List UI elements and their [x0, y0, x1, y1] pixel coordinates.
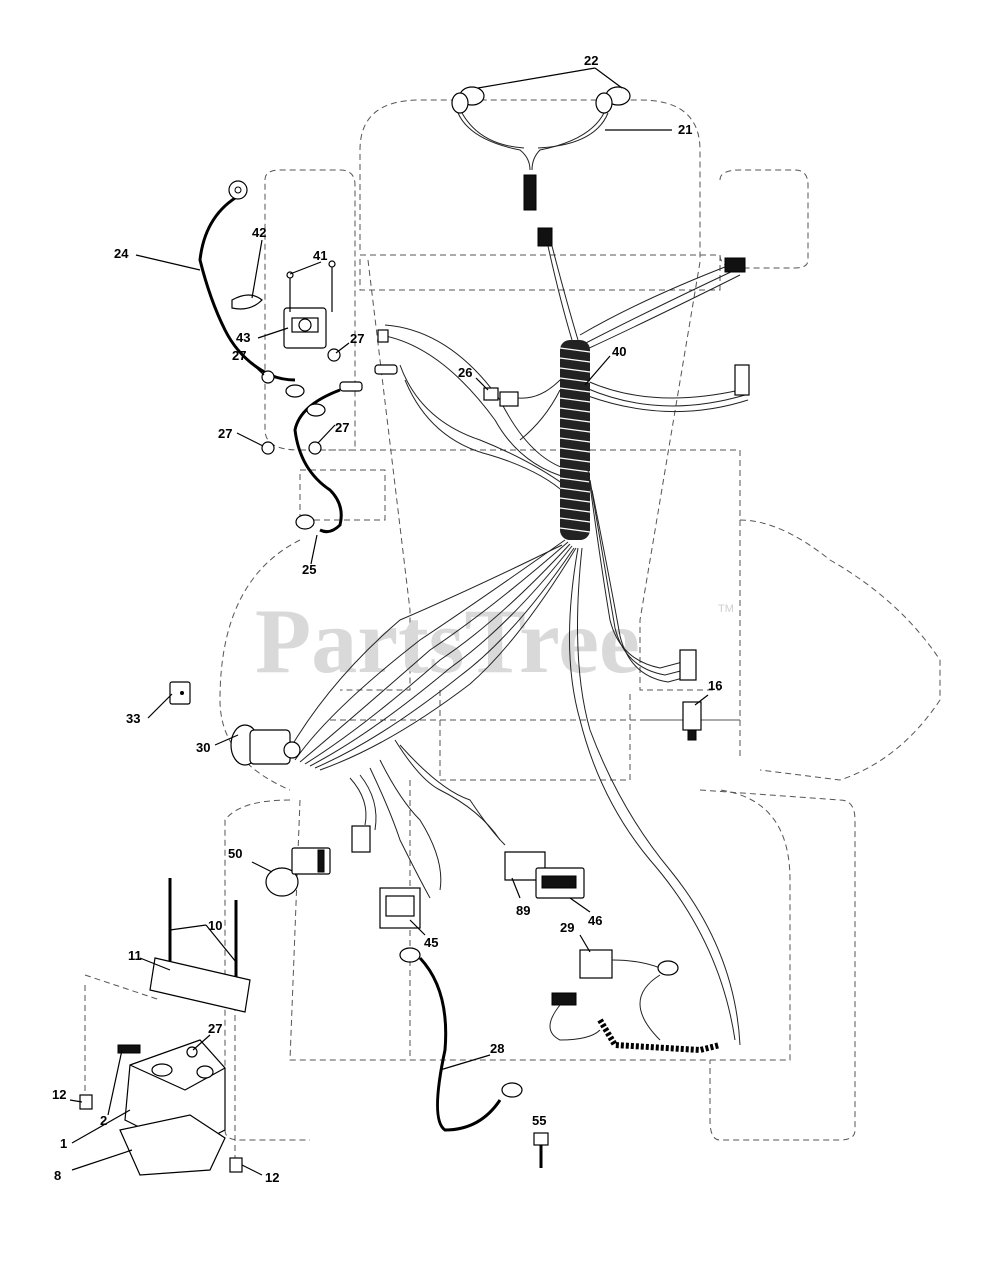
- ammeter-assembly: [504, 851, 585, 899]
- callout-12-b: 12: [265, 1170, 279, 1185]
- callout-1: 1: [60, 1136, 67, 1151]
- tractor-outline: [84, 99, 941, 1160]
- callout-40: 40: [612, 344, 626, 359]
- seat-switch: [682, 701, 702, 741]
- callout-27-e: 27: [208, 1021, 222, 1036]
- solenoid-assembly: [198, 180, 398, 534]
- fuse-holder: [483, 379, 561, 407]
- callout-30: 30: [196, 740, 210, 755]
- callout-41: 41: [313, 248, 327, 263]
- callout-16: 16: [708, 678, 722, 693]
- callout-27-b: 27: [350, 331, 364, 346]
- headlight-harness: [451, 86, 631, 247]
- pto-switch: [265, 847, 331, 897]
- callout-11: 11: [128, 948, 142, 963]
- callout-21: 21: [678, 122, 692, 137]
- watermark: PartsTree TM: [255, 590, 734, 692]
- callout-22: 22: [584, 53, 598, 68]
- mag-stop-coil: [549, 949, 721, 1054]
- battery-assembly: [79, 878, 251, 1176]
- callout-33: 33: [126, 711, 140, 726]
- callout-29: 29: [560, 920, 574, 935]
- harness-coil: [559, 340, 591, 540]
- hour-meter: [379, 887, 421, 929]
- callout-8: 8: [54, 1168, 61, 1183]
- callout-50: 50: [228, 846, 242, 861]
- callout-12-a: 12: [52, 1087, 66, 1102]
- connector: [351, 825, 371, 853]
- bolt: [533, 1132, 549, 1168]
- callout-27-a: 27: [232, 348, 246, 363]
- ground-cable: [399, 947, 523, 1132]
- callout-45: 45: [424, 935, 438, 950]
- main-wire-harness: [287, 245, 750, 1046]
- callout-89: 89: [516, 903, 530, 918]
- callout-28: 28: [490, 1041, 504, 1056]
- callout-24: 24: [114, 246, 129, 261]
- leader-lines: [69, 67, 709, 1176]
- callout-43: 43: [236, 330, 250, 345]
- callout-55: 55: [532, 1113, 546, 1128]
- watermark-trademark: TM: [718, 603, 734, 615]
- watermark-text: PartsTree: [255, 590, 640, 692]
- callout-27-d: 27: [335, 420, 349, 435]
- callout-10: 10: [208, 918, 222, 933]
- callout-25: 25: [302, 562, 316, 577]
- callout-27-c: 27: [218, 426, 232, 441]
- callout-26: 26: [458, 365, 472, 380]
- callout-2: 2: [100, 1113, 107, 1128]
- callout-46: 46: [588, 913, 602, 928]
- callout-labels: 22 21 24 42 41 43 27 27 27 27 40 26 25 1…: [52, 53, 722, 1185]
- callout-42: 42: [252, 225, 266, 240]
- ignition-parts: [169, 681, 301, 766]
